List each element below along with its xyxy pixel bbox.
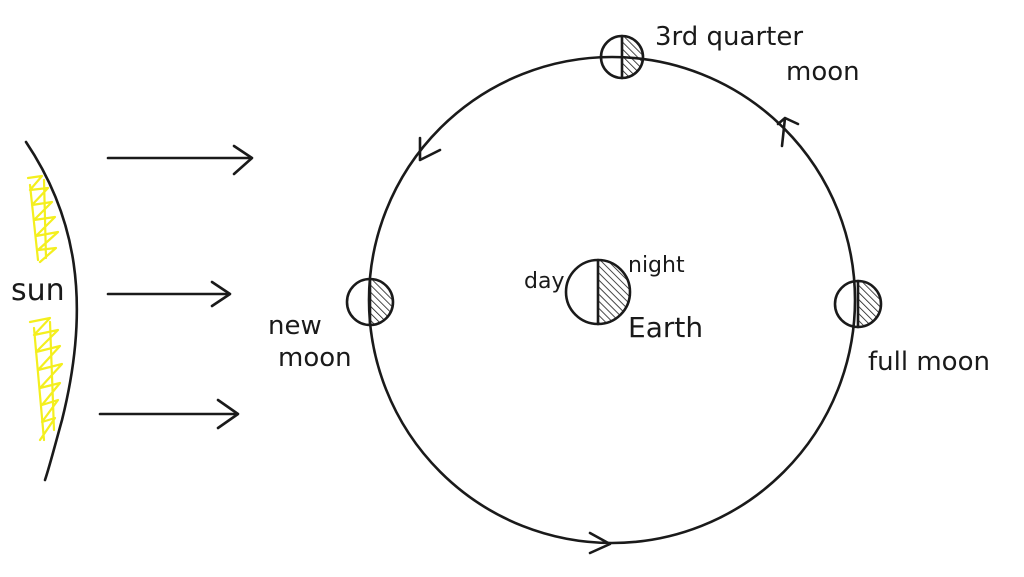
orbit-direction-arrow <box>776 116 800 148</box>
orbit-direction-arrow <box>588 531 612 555</box>
sunlight-arrow <box>106 144 254 176</box>
sun-label: sun <box>11 273 65 308</box>
sun-edge <box>24 140 79 482</box>
third-quarter-moon-label: 3rd quarter moon <box>655 22 860 87</box>
new-moon-label: new moon <box>268 311 352 373</box>
day-label: day <box>524 269 564 294</box>
sunlight-arrows <box>98 144 254 430</box>
third-quarter-moon: 3rd quarter moon <box>599 22 860 87</box>
orbit-direction-arrow <box>418 136 442 162</box>
sunlight-arrow <box>106 280 232 308</box>
sun-glow-scribble <box>26 174 64 442</box>
earth-label: Earth <box>628 311 703 344</box>
full-moon-label: full moon <box>868 347 990 377</box>
new-moon: new moon <box>268 277 395 373</box>
sun: sun <box>11 140 79 482</box>
earth: day night Earth <box>524 253 703 344</box>
full-moon: full moon <box>833 279 990 377</box>
sunlight-arrow <box>98 398 240 430</box>
night-label: night <box>628 253 685 278</box>
